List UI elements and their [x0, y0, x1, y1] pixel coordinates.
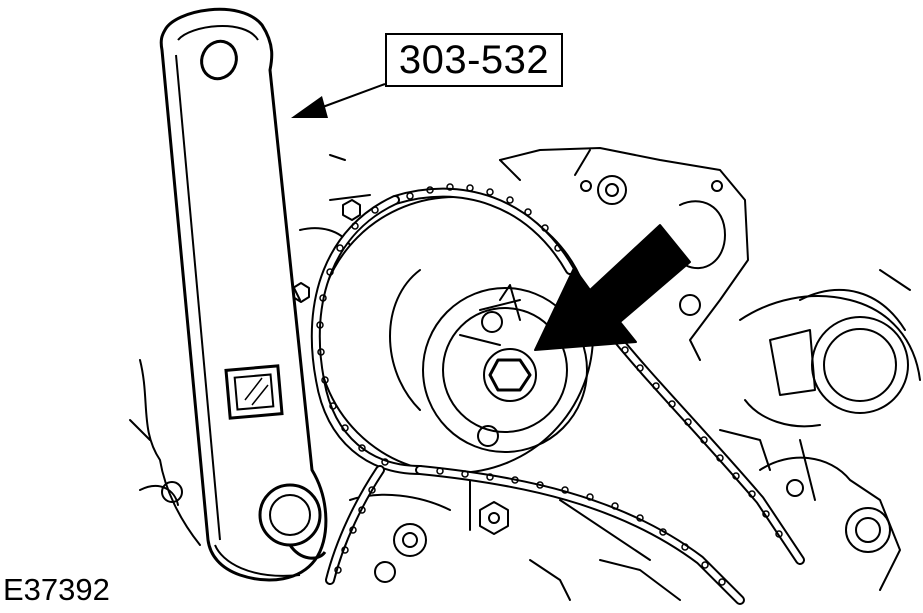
- pointer-arrow-icon: [291, 83, 386, 118]
- holding-tool-icon: [159, 7, 328, 582]
- direction-arrow-icon: [534, 224, 691, 351]
- figure-id-label: E37392: [3, 572, 110, 607]
- timing-chain: [310, 187, 805, 605]
- chain-links: [316, 183, 783, 586]
- engine-casing: [499, 147, 921, 601]
- center-hex-bolt: [483, 348, 537, 402]
- tool-number-callout: 303-532: [385, 33, 563, 87]
